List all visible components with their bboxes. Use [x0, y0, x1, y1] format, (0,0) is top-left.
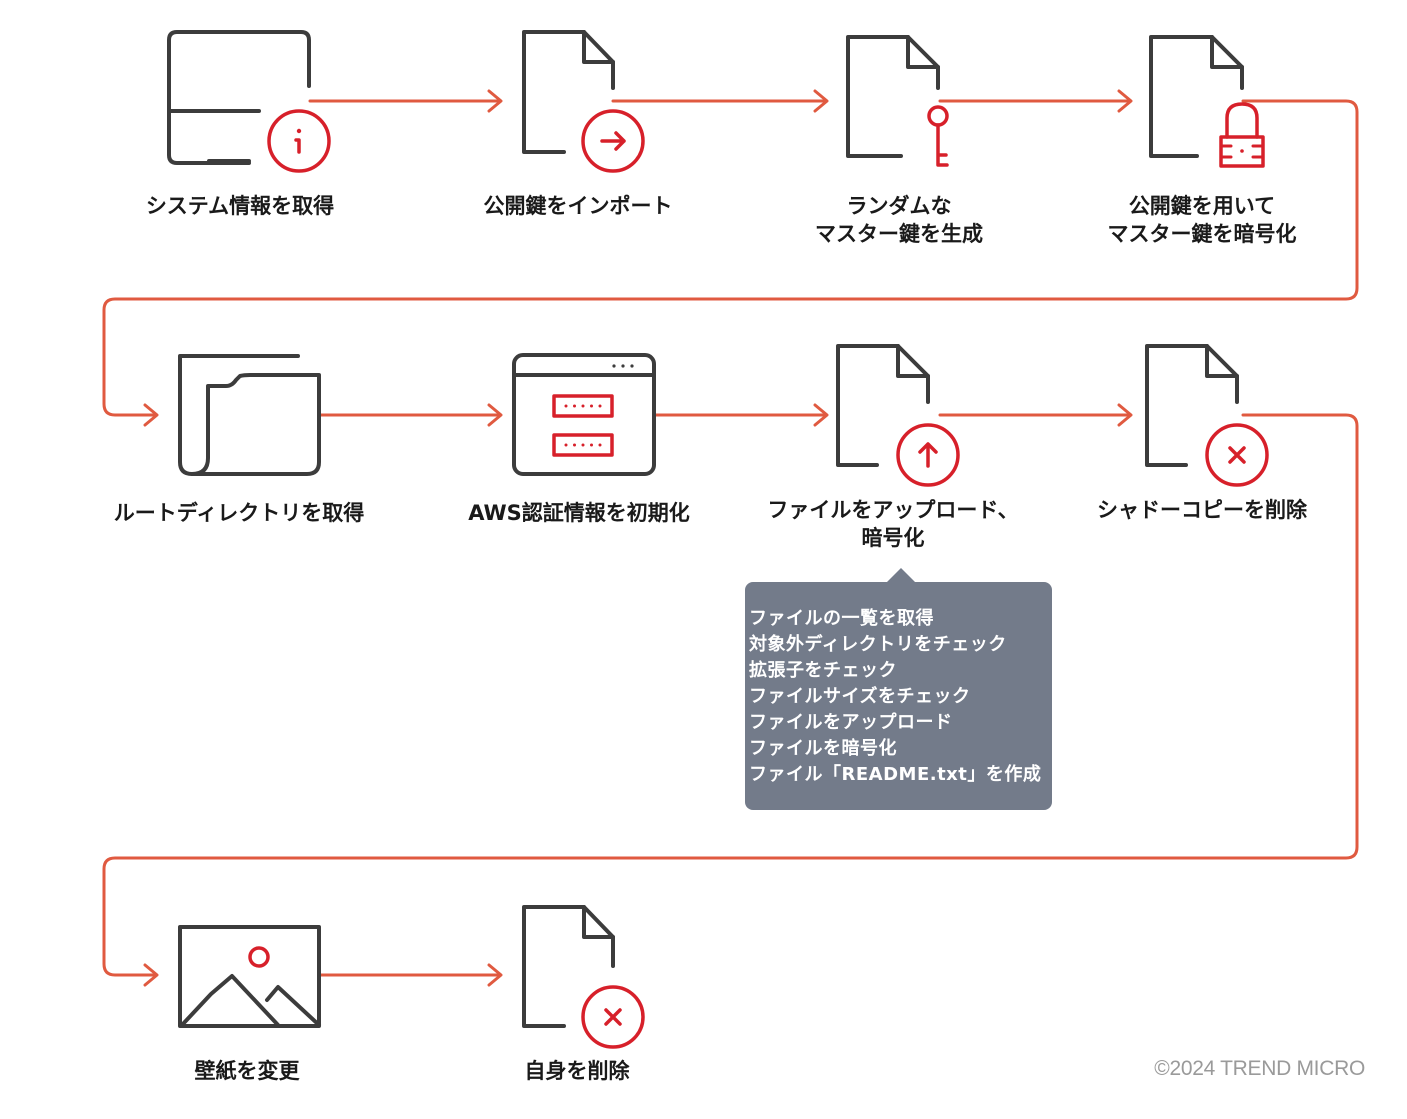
file-delete-self-icon	[522, 905, 645, 1049]
file-delete-icon	[1145, 344, 1269, 487]
arrowhead-2-3	[813, 89, 829, 113]
file-lock-icon	[1149, 35, 1265, 168]
step-label-upload-encrypt-files: ファイルをアップロード、暗号化	[767, 498, 1019, 550]
step-label-delete-self: 自身を削除	[524, 1059, 630, 1083]
substep-item: ファイルの一覧を取得	[749, 608, 934, 629]
substep-item: ファイルを暗号化	[749, 738, 897, 759]
file-upload-icon	[836, 344, 960, 487]
connector-4-5	[102, 99, 1359, 417]
substep-item: 拡張子をチェック	[749, 660, 897, 681]
arrowhead-8-9	[143, 963, 159, 987]
flow-connectors	[102, 89, 1359, 987]
arrowhead-7-8	[1117, 403, 1133, 427]
copyright-notice: ©2024 TREND MICRO	[1154, 1057, 1365, 1080]
credentials-window-icon	[512, 353, 656, 476]
arrowhead-9-10	[487, 963, 503, 987]
step-label-generate-master-key: ランダムなマスター鍵を生成	[815, 194, 983, 246]
step-label-get-system-info: システム情報を取得	[145, 194, 335, 218]
connector-8-9	[102, 413, 1359, 977]
folder-icon	[178, 354, 321, 476]
file-import-icon	[522, 30, 645, 173]
step-label-delete-shadow-copy: シャドーコピーを削除	[1097, 498, 1307, 522]
image-icon	[178, 925, 321, 1028]
monitor-info-icon	[167, 30, 331, 173]
arrowhead-3-4	[1117, 89, 1133, 113]
step-label-import-public-key: 公開鍵をインポート	[483, 194, 673, 218]
substep-item: ファイルサイズをチェック	[749, 686, 971, 707]
arrowhead-6-7	[813, 403, 829, 427]
substep-item: ファイル「README.txt」を作成	[749, 764, 1042, 785]
substeps-list: ファイルの一覧を取得 対象外ディレクトリをチェック 拡張子をチェック ファイルサ…	[745, 582, 1052, 788]
step-label-init-aws-credentials: AWS認証情報を初期化	[468, 501, 690, 525]
arrowhead-5-6	[487, 403, 503, 427]
substep-item: ファイルをアップロード	[749, 712, 953, 733]
substep-item: 対象外ディレクトリをチェック	[749, 634, 1007, 655]
file-key-icon	[846, 35, 949, 167]
arrowhead-1-2	[487, 89, 503, 113]
arrowhead-4-5	[143, 403, 159, 427]
step-label-get-root-directory: ルートディレクトリを取得	[113, 501, 365, 525]
substeps-callout: ファイルの一覧を取得 対象外ディレクトリをチェック 拡張子をチェック ファイルサ…	[745, 568, 1052, 810]
step-label-encrypt-master-key: 公開鍵を用いてマスター鍵を暗号化	[1107, 194, 1297, 246]
step-label-change-wallpaper: 壁紙を変更	[194, 1059, 300, 1083]
